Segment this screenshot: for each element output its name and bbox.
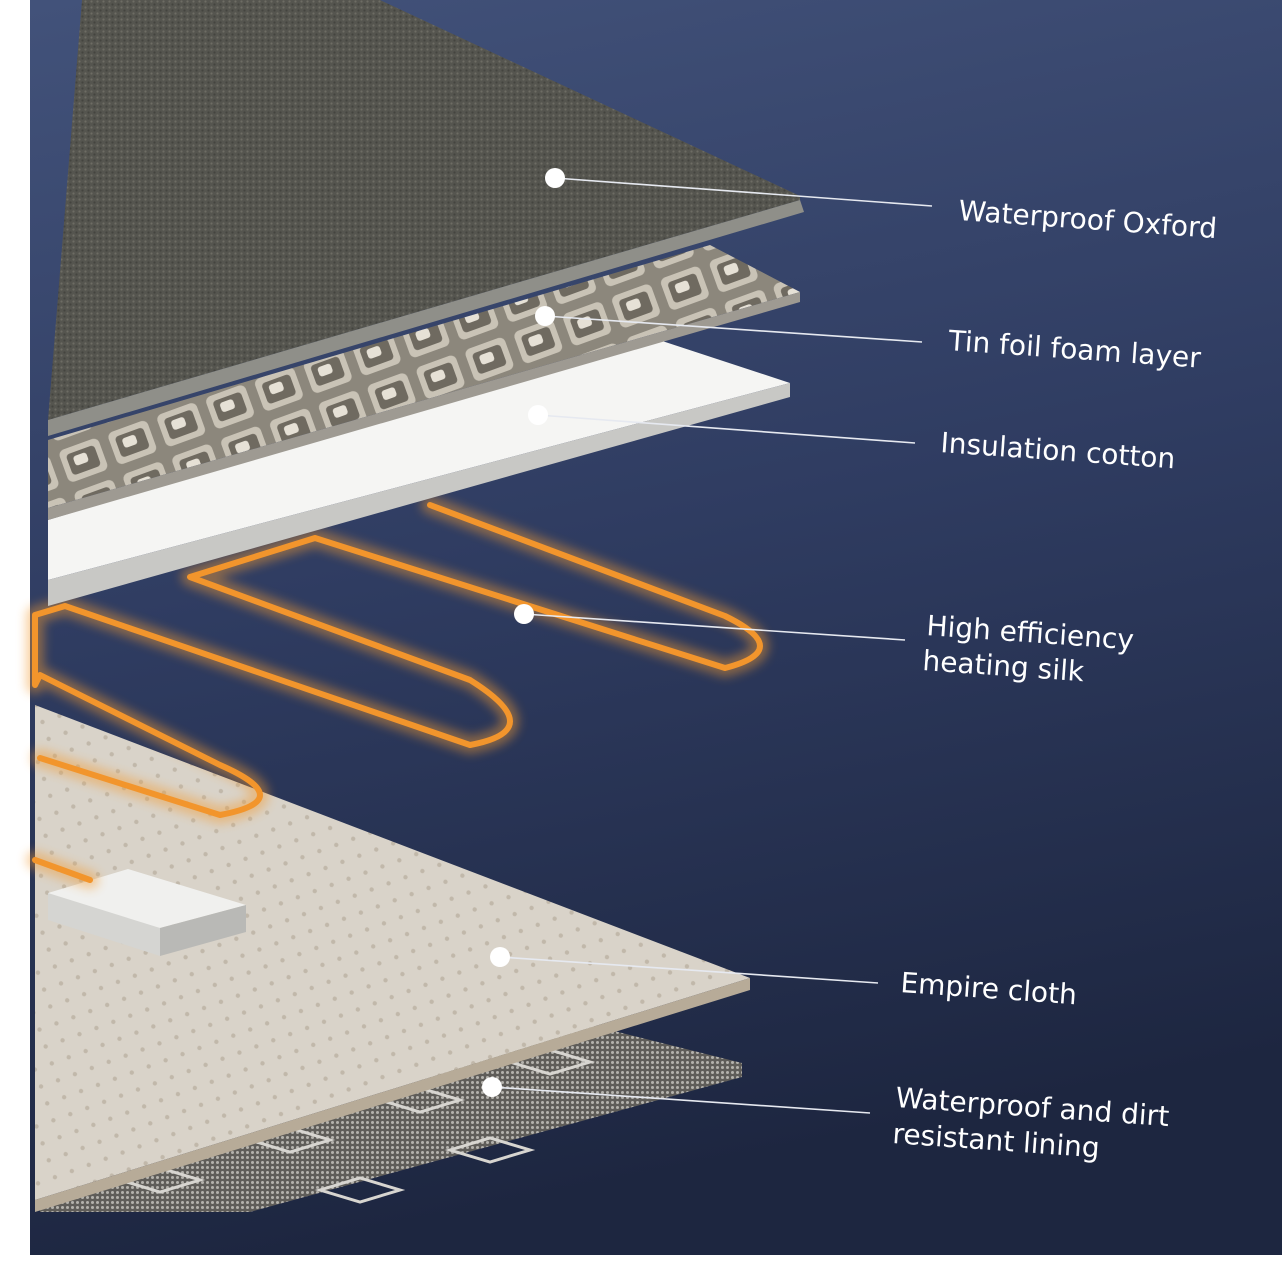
leader-line-empire (499, 956, 879, 984)
leader-line-foil (544, 315, 923, 343)
marker-dot-empire (490, 947, 510, 967)
leader-lines (491, 177, 933, 1114)
lining-layer (40, 1025, 742, 1212)
marker-dots (482, 168, 565, 1097)
oxford-layer (48, 0, 804, 436)
marker-dot-lining (482, 1077, 502, 1097)
leader-line-silk (523, 613, 906, 641)
leader-line-cotton (537, 414, 916, 444)
heating-silk-layer (26, 496, 769, 889)
empire-cloth-layer (35, 705, 750, 1212)
tin-foil-layer (48, 245, 800, 520)
marker-dot-silk (514, 604, 534, 624)
marker-dot-oxford (545, 168, 565, 188)
leader-line-oxford (554, 177, 933, 207)
leader-line-lining (491, 1086, 871, 1114)
marker-dot-cotton (528, 405, 548, 425)
marker-dot-foil (535, 306, 555, 326)
insulation-cotton-layer (48, 337, 790, 606)
